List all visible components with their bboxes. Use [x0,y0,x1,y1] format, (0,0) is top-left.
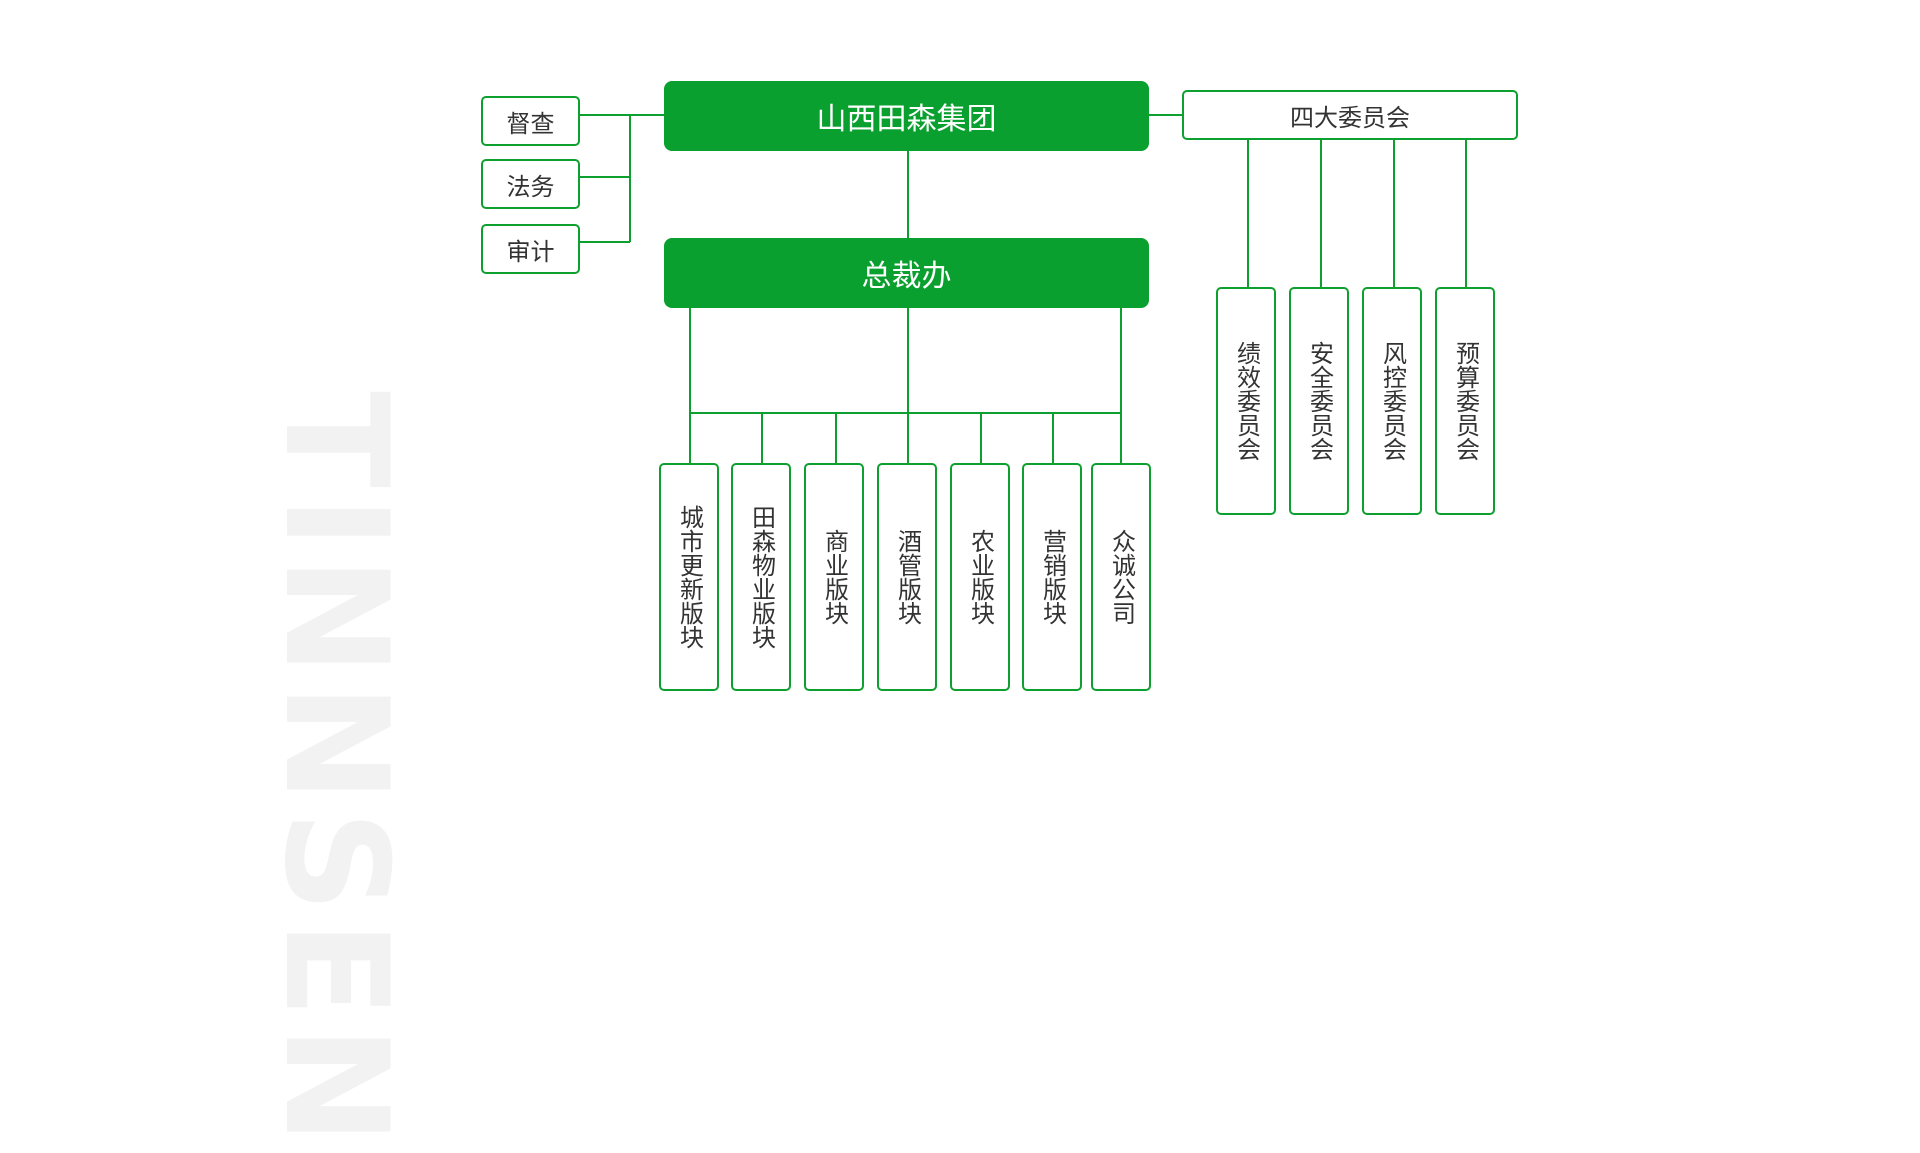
committee-box: 绩效委员会 [1216,287,1276,515]
committee-box: 风控委员会 [1362,287,1422,515]
business-unit-box: 酒管版块 [877,463,937,691]
business-unit-box: 农业版块 [950,463,1010,691]
dept-box-audit: 审计 [481,224,580,274]
dept-box-supervision: 督查 [481,96,580,146]
business-unit-box: 田森物业版块 [731,463,791,691]
business-unit-box: 营销版块 [1022,463,1082,691]
business-unit-box: 城市更新版块 [659,463,719,691]
committee-box: 安全委员会 [1289,287,1349,515]
business-unit-box: 商业版块 [804,463,864,691]
connector-lines [580,114,1467,463]
group-box: 山西田森集团 [664,81,1149,151]
council-header-box: 四大委员会 [1182,90,1518,140]
business-unit-box: 众诚公司 [1091,463,1151,691]
committee-box: 预算委员会 [1435,287,1495,515]
president-office-box: 总裁办 [664,238,1149,308]
dept-box-legal: 法务 [481,159,580,209]
